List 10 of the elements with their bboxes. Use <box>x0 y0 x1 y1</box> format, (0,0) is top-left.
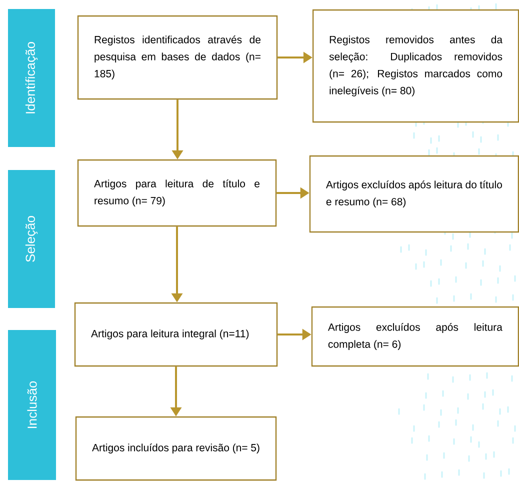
process-box: Registos removidos antes da seleção: Duplicados removidos (n= 26); Registos marcados como inelegíveis (n= 80) <box>312 9 519 123</box>
process-box: Artigos incluídos para revisão (n= 5) <box>75 416 277 481</box>
stage-band: Identificação <box>8 9 55 147</box>
process-box: Registos identificados através de pesquisa em bases de dados (n= 185) <box>77 15 278 100</box>
process-box: Artigos excluídos após leitura completa (n= 6) <box>311 306 519 367</box>
process-box: Artigos excluídos após leitura do título e resumo (n= 68) <box>309 155 519 233</box>
stage-band: Seleção <box>8 170 55 308</box>
stage-band: Inclusão <box>8 330 56 480</box>
process-box: Artigos para leitura de título e resumo (n= 79) <box>77 159 277 227</box>
process-box: Artigos para leitura integral (n=11) <box>74 302 278 367</box>
